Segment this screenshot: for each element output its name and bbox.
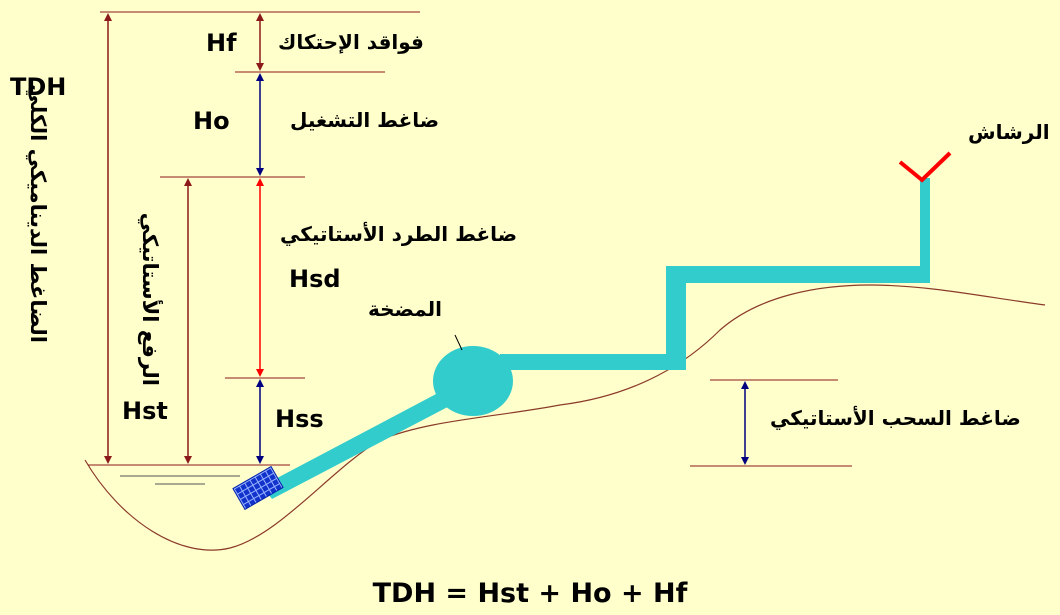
strainer-icon bbox=[232, 465, 284, 511]
hf-label: Hf bbox=[206, 29, 237, 57]
hsd-label: Hsd bbox=[289, 265, 341, 293]
pump-icon bbox=[433, 346, 513, 416]
tdh-arabic-vertical-label: الضاغط الديناميكي الكلي bbox=[26, 84, 50, 343]
pump-leader-line bbox=[454, 334, 463, 351]
sprinkler-icon bbox=[898, 151, 952, 183]
discharge-pipe-horizontal bbox=[500, 354, 666, 370]
hf-arabic-label: فواقد الإحتكاك bbox=[278, 30, 424, 54]
discharge-pipe-upper bbox=[666, 266, 930, 283]
formula: TDH = Hst + Ho + Hf bbox=[372, 578, 688, 609]
sprinkler-arabic-label: الرشاش bbox=[968, 120, 1050, 144]
hst-arabic-vertical-label: الرفع الأستاتيكي bbox=[138, 212, 162, 386]
ground-profile bbox=[84, 284, 1046, 551]
pump-arabic-label: المضخة bbox=[368, 297, 443, 321]
ho-label: Ho bbox=[193, 107, 230, 135]
ho-arabic-label: ضاغط التشغيل bbox=[290, 108, 440, 132]
suction-arabic-label: ضاغط السحب الأستاتيكي bbox=[770, 406, 1021, 430]
discharge-pipe-riser-1 bbox=[666, 283, 686, 370]
hsd-arabic-label: ضاغط الطرد الأستاتيكي bbox=[280, 222, 518, 246]
sprinkler-riser bbox=[920, 178, 930, 266]
suction-pipe bbox=[262, 374, 484, 499]
hst-label: Hst bbox=[122, 397, 168, 425]
hss-label: Hss bbox=[275, 405, 324, 433]
tdh-label: TDH bbox=[10, 73, 67, 101]
